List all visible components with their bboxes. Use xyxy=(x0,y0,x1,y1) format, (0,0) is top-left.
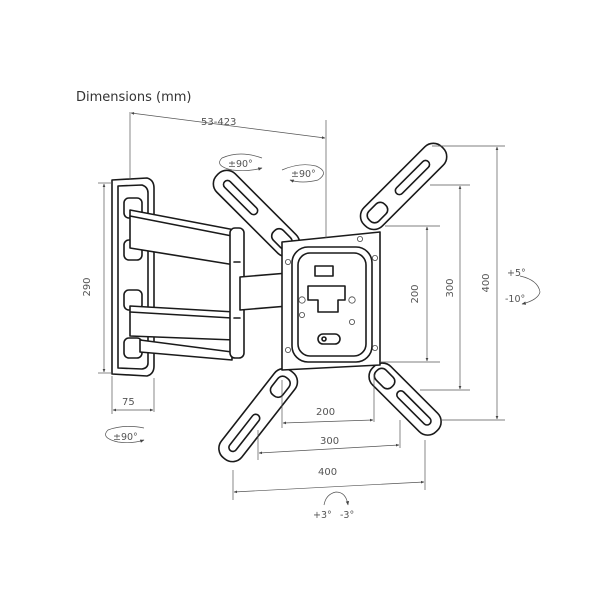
label-tilt-up: +5° xyxy=(507,268,526,279)
dimension-labels: 53-423 290 75 200 300 400 200 300 400 xyxy=(82,117,492,478)
label-vesa-middle-h: 300 xyxy=(320,436,339,447)
label-swivel-arm-2: ±90° xyxy=(291,169,316,180)
wall-plate xyxy=(111,177,155,377)
label-vesa-inner-v: 200 xyxy=(410,284,421,303)
rail-lower-left xyxy=(218,367,299,463)
label-swivel-wall: ±90° xyxy=(113,432,138,443)
label-swivel-arm-1: ±90° xyxy=(228,159,253,170)
rail-upper-right xyxy=(359,142,448,231)
label-wall-plate-depth: 75 xyxy=(122,397,135,408)
label-vesa-inner-h: 200 xyxy=(316,407,335,418)
rail-lower-right xyxy=(368,362,442,436)
label-arm-extension: 53-423 xyxy=(201,117,236,128)
dimension-lines xyxy=(98,112,505,500)
label-vesa-outer-v: 400 xyxy=(481,273,492,292)
vesa-rails xyxy=(212,142,448,463)
label-vesa-middle-v: 300 xyxy=(445,278,456,297)
label-level-minus: -3° xyxy=(340,510,354,521)
label-level-plus: +3° xyxy=(313,510,332,521)
diagram-title: Dimensions (mm) xyxy=(76,90,191,105)
label-tilt-down: -10° xyxy=(505,294,525,305)
tv-plate xyxy=(281,231,381,371)
label-wall-plate-height: 290 xyxy=(82,277,93,296)
label-vesa-outer-h: 400 xyxy=(318,467,337,478)
rotation-arrows xyxy=(105,153,541,506)
rotation-labels: ±90° ±90° ±90° +5° -10° +3° -3° xyxy=(113,159,526,521)
